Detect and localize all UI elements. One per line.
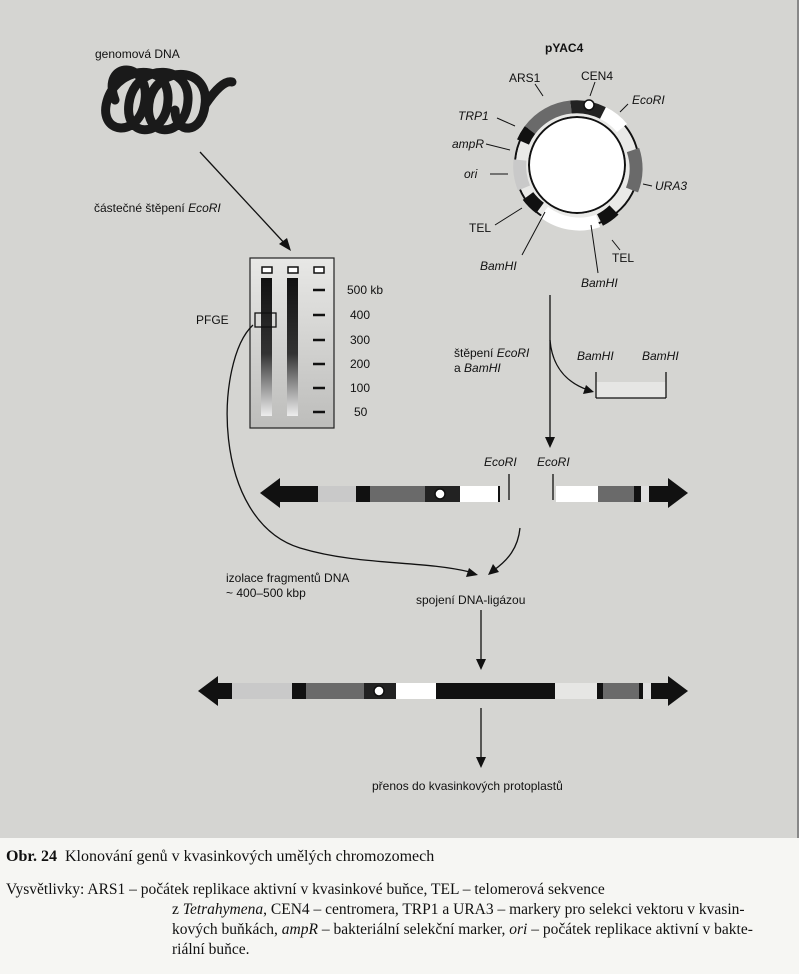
digest-line-1: štěpení EcoRI (454, 346, 530, 360)
gel-lane-1 (261, 278, 272, 416)
genomic-dna-label: genomová DNA (95, 47, 180, 61)
arm-ecori-right: EcoRI (537, 455, 570, 469)
gel-size-300: 300 (350, 333, 370, 347)
label-cen4: CEN4 (581, 69, 613, 83)
fragment-transfer-arrowhead (466, 568, 478, 577)
excision-arrowhead (583, 385, 594, 394)
label-bamhi-right: BamHI (581, 276, 618, 290)
gel-size-400: 400 (350, 308, 370, 322)
gel-size-50: 50 (354, 405, 368, 419)
label-ars1: ARS1 (509, 71, 541, 85)
figure-panel: genomová DNA částečné štěpení EcoRI PFGE… (0, 0, 799, 838)
digest-down-arrowhead (545, 437, 555, 448)
label-bamhi-left: BamHI (480, 259, 517, 273)
legend-line-3: kových buňkách, ampR – bakteriální selek… (172, 921, 753, 938)
figure-legend: Vysvětlivky: ARS1 – počátek replikace ak… (6, 880, 786, 960)
excised-band-box (254, 312, 277, 328)
label-tel-right: TEL (612, 251, 634, 265)
excised-bamhi-left: BamHI (577, 349, 614, 363)
gel-size-500: 500 kb (347, 283, 383, 297)
transfer-arrowhead (476, 757, 486, 768)
fragment-isolation-2: ~ 400–500 kbp (226, 586, 306, 600)
gel-size-200: 200 (350, 357, 370, 371)
legend-line-4: riální buňce. (172, 941, 250, 958)
excised-bamhi-right: BamHI (642, 349, 679, 363)
pfge-label: PFGE (196, 313, 229, 327)
size-marker-ladder (313, 288, 325, 414)
digest-arrow (199, 151, 288, 247)
caption-number: Obr. 24 (6, 848, 57, 865)
excised-fragment (595, 372, 667, 399)
cloning-diagram: genomová DNA částečné štěpení EcoRI PFGE… (94, 41, 688, 793)
label-ecori-plasmid: EcoRI (632, 93, 665, 107)
gel-size-100: 100 (350, 381, 370, 395)
label-trp1: TRP1 (458, 109, 489, 123)
plasmid-name: pYAC4 (545, 41, 584, 55)
genomic-dna-coil-icon (101, 65, 237, 135)
arm-join-curve (493, 527, 521, 571)
figure-caption: Obr. 24 Klonování genů v kvasinkových umě… (6, 848, 796, 866)
fragment-isolation-1: izolace fragmentů DNA (226, 571, 349, 585)
digest-arrowhead (279, 238, 291, 251)
ligation-label: spojení DNA-ligázou (416, 593, 525, 607)
caption-title: Klonování genů v kvasinkových umělých ch… (64, 848, 435, 865)
label-tel-left: TEL (469, 221, 491, 235)
pyac4-plasmid (513, 99, 643, 231)
gel-lane-2 (287, 278, 298, 416)
ligation-arrowhead (476, 659, 486, 670)
digest-line-2: a BamHI (454, 361, 501, 375)
partial-digest-label: částečné štěpení EcoRI (94, 201, 221, 215)
fragment-transfer-curve (226, 324, 471, 573)
label-ori: ori (464, 167, 478, 181)
legend-line-1: Vysvětlivky: ARS1 – počátek replikace ak… (6, 881, 605, 898)
arm-join-arrowhead (488, 564, 499, 575)
excision-curve (549, 339, 589, 391)
label-ampr: ampR (452, 137, 484, 151)
pfge-gel (249, 257, 335, 429)
right-vector-arm (556, 478, 688, 508)
recombinant-yac (198, 676, 688, 706)
label-ura3: URA3 (655, 179, 687, 193)
left-vector-arm (260, 478, 500, 508)
legend-line-2: z Tetrahymena, CEN4 – centromera, TRP1 a… (172, 901, 745, 918)
cen4-marker (583, 99, 595, 111)
arm-ecori-left: EcoRI (484, 455, 517, 469)
transfer-label: přenos do kvasinkových protoplastů (372, 779, 563, 793)
